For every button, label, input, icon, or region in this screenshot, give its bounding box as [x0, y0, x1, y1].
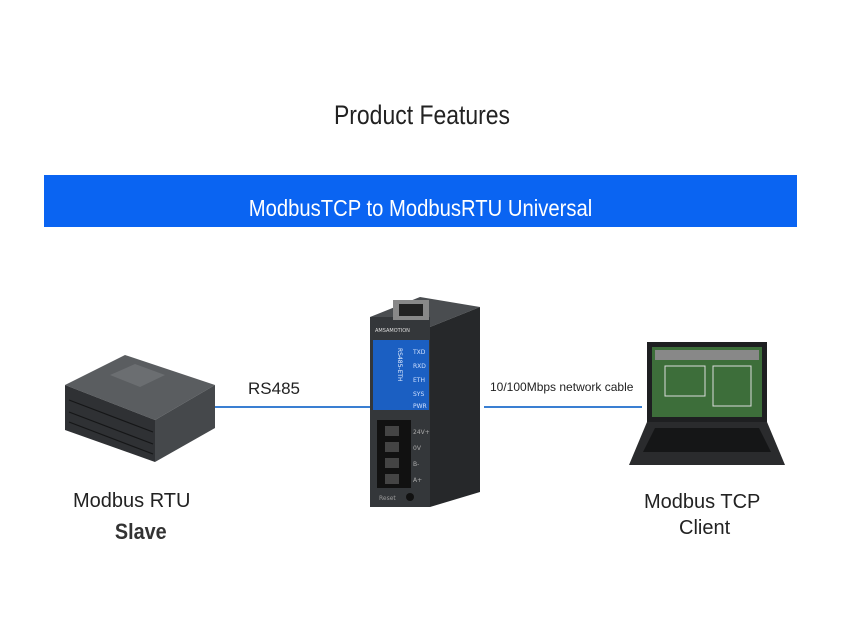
terminal-24v-label: 24V+	[413, 429, 430, 436]
left-device-name: Modbus RTU	[73, 490, 191, 512]
gateway-model-label: RS485-ETH	[396, 348, 403, 382]
reset-button	[406, 493, 414, 501]
network-cable-line	[484, 406, 642, 408]
led-rxd-label: RXD	[413, 363, 426, 370]
gateway-brand-label: AMSAMOTION	[375, 328, 410, 334]
network-cable-label: 10/100Mbps network cable	[490, 380, 634, 394]
reset-label: Reset	[379, 495, 396, 502]
gateway-icon: TXD RXD ETH SYS PWR RS485-ETH AMSAMOTION…	[370, 297, 480, 507]
left-device-role: Slave	[114, 519, 167, 544]
rs485-line	[205, 406, 370, 408]
laptop-icon	[629, 342, 785, 465]
banner: ModbusTCP to ModbusRTU Universal	[44, 175, 797, 227]
led-txd-label: TXD	[412, 349, 426, 356]
terminal-0v-label: 0V	[413, 445, 422, 452]
plc-icon	[65, 355, 215, 462]
led-sys-label: SYS	[413, 391, 424, 398]
rs485-label: RS485	[248, 379, 300, 398]
terminal-a-label: A+	[413, 477, 422, 484]
led-pwr-label: PWR	[413, 403, 427, 410]
right-device-name: Modbus TCP	[644, 491, 761, 513]
page-title: Product Features	[333, 100, 511, 130]
right-device-role: Client	[679, 517, 731, 539]
banner-text: ModbusTCP to ModbusRTU Universal	[248, 195, 593, 221]
led-eth-label: ETH	[413, 377, 425, 384]
terminal-b-label: B-	[413, 461, 419, 468]
